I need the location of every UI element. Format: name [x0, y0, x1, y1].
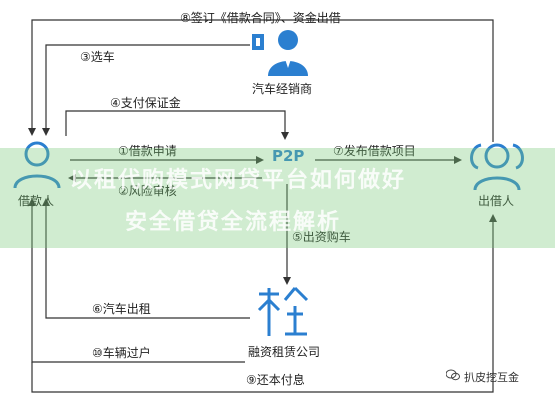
step-9-label: ⑨还本付息 — [246, 373, 305, 387]
p2p-label: P2P — [272, 147, 305, 165]
step-5-label: ⑤出资购车 — [292, 230, 351, 244]
edge-step-6 — [42, 198, 250, 319]
edge-step-4 — [65, 110, 289, 140]
banner-title-line-1: 以租代购模式网贷平台如何做好 — [70, 168, 407, 193]
step-8-label: ⑧签订《借款合同》、资金出借 — [180, 11, 341, 25]
edge-step-8 — [28, 19, 494, 142]
edge-step-3 — [42, 44, 250, 136]
wechat-icon — [446, 369, 460, 381]
title-banner — [0, 148, 555, 248]
group-icon — [470, 143, 524, 191]
step-1-label: ①借款申请 — [118, 144, 177, 158]
leasing-company-label: 融资租赁公司 — [248, 345, 321, 359]
lender-label: 出借人 — [478, 194, 515, 208]
car-dealer-label: 汽车经销商 — [252, 82, 313, 96]
borrower-label: 借款人 — [18, 194, 55, 208]
watermark-text: 扒皮挖互金 — [464, 371, 519, 384]
step-2-label: ②风险审核 — [118, 184, 177, 198]
banner-title-line-2: 安全借贷全流程解析 — [125, 210, 342, 235]
step-6-label: ⑥汽车出租 — [92, 302, 151, 316]
building-icon — [257, 286, 309, 336]
step-4-label: ④支付保证金 — [110, 96, 181, 110]
step-7-label: ⑦发布借款项目 — [333, 144, 416, 158]
person-icon — [13, 141, 61, 189]
edge-step-9 — [31, 214, 497, 393]
step-10-label: ⑩车辆过户 — [92, 346, 151, 360]
dealer-person-icon — [252, 30, 308, 76]
step-3-label: ③选车 — [80, 50, 115, 64]
